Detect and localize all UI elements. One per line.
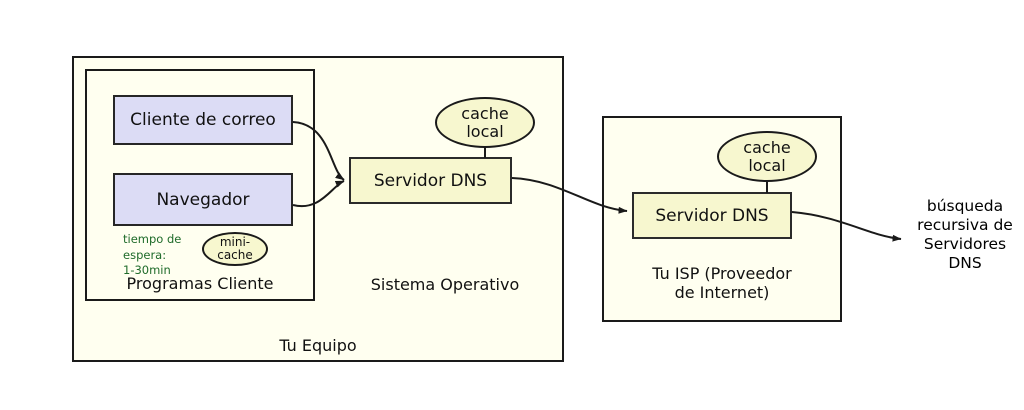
recursive-line2: recursiva de <box>917 215 1013 234</box>
client-label: Cliente de correo <box>130 110 276 130</box>
recursive-line4: DNS <box>948 253 982 272</box>
tu-equipo-caption: Tu Equipo <box>72 336 564 356</box>
mini-cache-label-line2: cache <box>217 248 253 262</box>
servidor-dns-label: Servidor DNS <box>655 205 769 226</box>
recursive-line3: Servidores <box>923 234 1007 253</box>
client-box-cliente-de-correo[interactable]: Cliente de correo <box>113 95 293 145</box>
client-box-navegador[interactable]: Navegador <box>113 173 293 226</box>
wait-note-line3: 1-30min <box>123 263 171 278</box>
sistema-operativo-label: Sistema Operativo <box>370 275 520 294</box>
tu-isp-label-line1: Tu ISP (Proveedor <box>652 264 792 283</box>
programas-cliente-label: Programas Cliente <box>126 274 274 293</box>
programas-cliente-caption: Programas Cliente <box>85 274 315 294</box>
servidor-dns-label: Servidor DNS <box>373 170 488 191</box>
tu-equipo-label: Tu Equipo <box>279 336 357 355</box>
tu-isp-label-line2: de Internet) <box>674 282 770 302</box>
cache-local-ellipse-os: cache local <box>435 97 535 148</box>
mini-cache-ellipse: mini- cache <box>202 232 268 266</box>
wait-note-line2: espera: <box>123 247 167 262</box>
wait-note-line1: tiempo de <box>123 232 182 246</box>
tiempo-de-espera-note: tiempo de espera: 1-30min <box>123 232 203 279</box>
recursive-line1: búsqueda <box>926 197 1004 215</box>
cache-local-line2: local <box>466 121 504 141</box>
mini-cache-label-line1: mini- <box>219 234 251 249</box>
cache-local-connector-os <box>484 142 486 158</box>
servidor-dns-isp-box[interactable]: Servidor DNS <box>632 192 792 239</box>
busqueda-recursiva-label: búsqueda recursiva de Servidores DNS <box>906 197 1024 273</box>
servidor-dns-local-box[interactable]: Servidor DNS <box>349 157 512 204</box>
sistema-operativo-caption: Sistema Operativo <box>330 275 560 295</box>
cache-local-line2: local <box>748 155 786 175</box>
tu-isp-caption: Tu ISP (Proveedor de Internet) <box>602 264 842 303</box>
cache-local-line1: cache <box>743 137 791 157</box>
cache-local-connector-isp <box>766 178 768 193</box>
cache-local-line1: cache <box>461 103 509 123</box>
client-label: Navegador <box>156 189 250 210</box>
cache-local-ellipse-isp: cache local <box>717 131 817 182</box>
